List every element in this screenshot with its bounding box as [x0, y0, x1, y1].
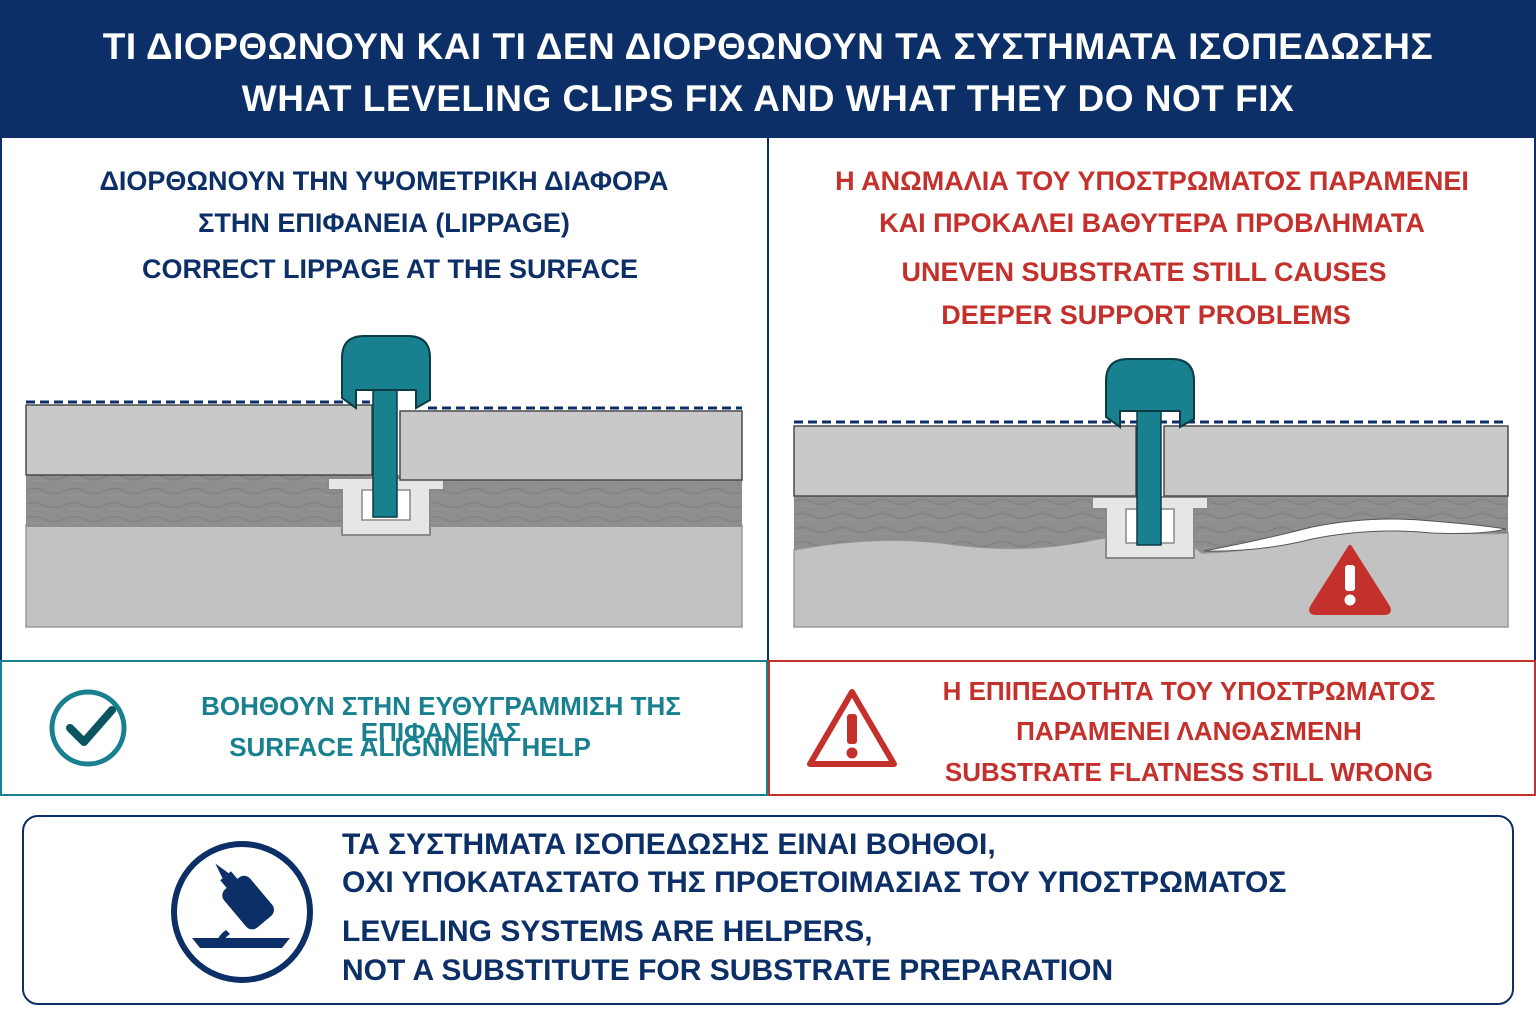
left-heading-greek-2: ΣΤΗΝ ΕΠΙΦΑΝΕΙΑ (LIPPAGE): [198, 208, 570, 238]
clip-stem: [372, 384, 398, 518]
left-tile: [25, 404, 373, 476]
left-heading-greek-1: ΔΙΟΡΘΩΝΟΥΝ ΤΗΝ ΥΨΟΜΕΤΡΙΚΗ ΔΙΑΦΟΡΑ: [99, 166, 669, 196]
panel-divider: [767, 138, 769, 795]
right-tile: [1163, 425, 1509, 497]
right-uneven-diagram: [793, 358, 1509, 628]
right-result-english: SUBSTRATE FLATNESS STILL WRONG: [944, 757, 1434, 787]
summary-english-1: LEVELING SYSTEMS ARE HELPERS,: [342, 915, 873, 948]
summary-english-2: NOT A SUBSTITUTE FOR SUBSTRATE PREPARATI…: [342, 954, 1114, 987]
left-tile: [793, 425, 1137, 497]
right-heading-greek-1: Η ΑΝΩΜΑΛΙΑ ΤΟΥ ΥΠΟΣΤΡΩΜΑΤΟΣ ΠΑΡΑΜΕΝΕΙ: [835, 166, 1469, 196]
void-warning-icon: [1309, 545, 1391, 615]
warning-triangle-icon: [807, 689, 897, 767]
left-result-box: [0, 660, 768, 796]
summary-greek-1: ΤΑ ΣΥΣΤΗΜΑΤΑ ΙΣΟΠΕΔΩΣΗΣ ΕΙΝΑΙ ΒΟΗΘΟΙ,: [342, 828, 996, 861]
left-result-greek: ΒΟΗΘΟΥΝ ΣΤΗΝ ΕΥΘΥΓΡΑΜΜΙΣΗ ΤΗΣ ΕΠΙΦΑΝΕΙΑΣ: [201, 691, 681, 747]
clip-stem: [1136, 404, 1162, 546]
left-result-english: SURFACE ALIGNMENT HELP: [229, 732, 591, 762]
check-circle-icon: [49, 689, 127, 767]
summary-greek-2: ΟΧΙ ΥΠΟΚΑΤΑΣΤΑΤΟ ΤΗΣ ΠΡΟΕΤΟΙΜΑΣΙΑΣ ΤΟΥ Υ…: [342, 866, 1287, 899]
right-tile: [399, 410, 743, 481]
void-gap: [1203, 518, 1507, 552]
clip-cap: [1105, 358, 1195, 429]
right-result-greek-1: Η ΕΠΙΠΕΔΟΤΗΤΑ ΤΟΥ ΥΠΟΣΤΡΩΜΑΤΟΣ: [942, 676, 1436, 706]
header-banner: ΤΙ ΔΙΟΡΘΩΝΟΥΝ ΚΑΙ ΤΙ ΔΕΝ ΔΙΟΡΘΩΝΟΥΝ ΤΑ Σ…: [0, 0, 1536, 138]
right-result-greek-2: ΠΑΡΑΜΕΝΕΙ ΛΑΝΘΑΣΜΕΝΗ: [1016, 716, 1362, 746]
right-heading-english-2: DEEPER SUPPORT PROBLEMS: [941, 300, 1351, 330]
clip-cap: [341, 335, 431, 410]
primer-bottle-icon: [171, 841, 313, 983]
panel-border-left: [0, 138, 2, 795]
right-heading-english-1: UNEVEN SUBSTRATE STILL CAUSES: [901, 257, 1387, 287]
right-result-box: [768, 660, 1536, 796]
panel-border-right: [1534, 138, 1536, 795]
substrate-layer: [25, 524, 743, 628]
left-lippage-diagram: [25, 335, 743, 628]
title-english: WHAT LEVELING CLIPS FIX AND WHAT THEY DO…: [241, 78, 1295, 119]
title-greek: ΤΙ ΔΙΟΡΘΩΝΟΥΝ ΚΑΙ ΤΙ ΔΕΝ ΔΙΟΡΘΩΝΟΥΝ ΤΑ Σ…: [102, 26, 1434, 67]
right-heading-greek-2: ΚΑΙ ΠΡΟΚΑΛΕΙ ΒΑΘΥΤΕΡΑ ΠΡΟΒΛΗΜΑΤΑ: [879, 208, 1425, 238]
left-heading-english: CORRECT LIPPAGE AT THE SURFACE: [141, 254, 639, 284]
